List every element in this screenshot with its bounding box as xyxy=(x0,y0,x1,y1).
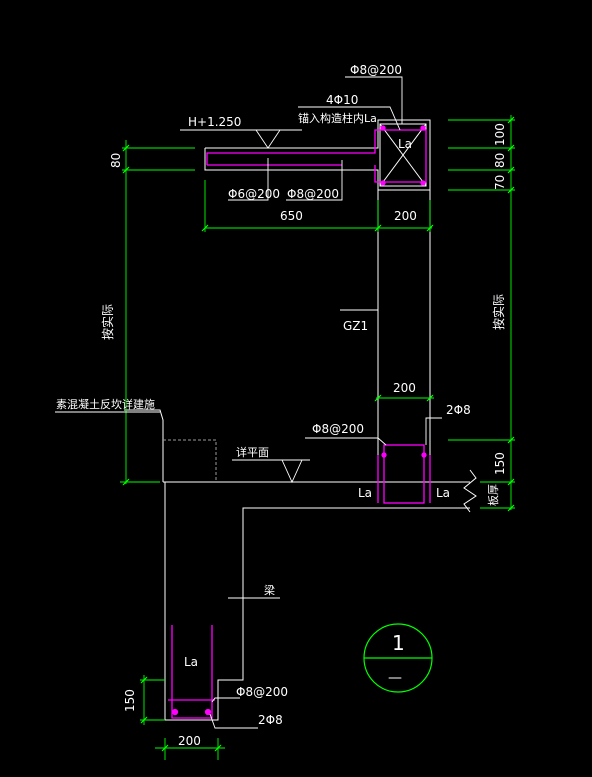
dim-70-right: 70 xyxy=(493,175,507,190)
la-mid-right-label: La xyxy=(436,486,450,500)
dim-200-mid: 200 xyxy=(393,381,416,395)
curb-dashed xyxy=(163,439,217,482)
dim-150-right: 150 xyxy=(493,452,507,475)
dim-200-top: 200 xyxy=(394,209,417,223)
top-rebar-label: Φ8@200 xyxy=(350,63,402,77)
column-label: GZ1 xyxy=(343,319,368,333)
leader-lines xyxy=(55,76,442,729)
floor-level-label: 详平面 xyxy=(236,445,269,459)
dim-80-right: 80 xyxy=(493,153,507,168)
dim-150-left: 150 xyxy=(123,689,137,712)
dim-100-right: 100 xyxy=(493,123,507,146)
corner-bars-label: 4Φ10 xyxy=(326,93,358,107)
la-bottom-label: La xyxy=(184,655,198,669)
stirrup-bottom-label: Φ8@200 xyxy=(236,685,288,699)
drawing-labels: Φ8@200 4Φ10 锚入构造柱内La H+1.250 La Φ6@200 Φ… xyxy=(56,63,507,748)
dimension-lines xyxy=(120,115,515,760)
dim-650: 650 xyxy=(280,209,303,223)
bottom-bars-label: 2Φ8 xyxy=(258,713,283,727)
right-vertical-label: 按实际 xyxy=(491,294,506,330)
la-top-label: La xyxy=(398,137,412,151)
left-vertical-label: 按实际 xyxy=(100,304,115,340)
section-number: 1 xyxy=(392,631,405,655)
column-section-top xyxy=(379,123,427,187)
structure-outline xyxy=(124,119,477,721)
section-bubble xyxy=(363,623,433,693)
mid-bars-label: 2Φ8 xyxy=(446,403,471,417)
dim-80-left: 80 xyxy=(109,153,123,168)
rebar xyxy=(168,125,431,719)
bottom-rebar-left-label: Φ6@200 xyxy=(228,187,280,201)
concrete-note-label: 素混凝土反坎详建施 xyxy=(56,397,155,411)
bottom-rebar-right-label: Φ8@200 xyxy=(287,187,339,201)
dimension-ticks xyxy=(122,116,515,752)
anchor-note-label: 锚入构造柱内La xyxy=(298,111,377,125)
dim-200-bottom: 200 xyxy=(178,734,201,748)
beam-label: 梁 xyxy=(264,583,275,597)
la-mid-left-label: La xyxy=(358,486,372,500)
elevation-label: H+1.250 xyxy=(188,115,241,129)
section-subscript: — xyxy=(388,670,402,686)
stirrup-mid-label: Φ8@200 xyxy=(312,422,364,436)
slab-label: 板厚 xyxy=(486,484,500,506)
